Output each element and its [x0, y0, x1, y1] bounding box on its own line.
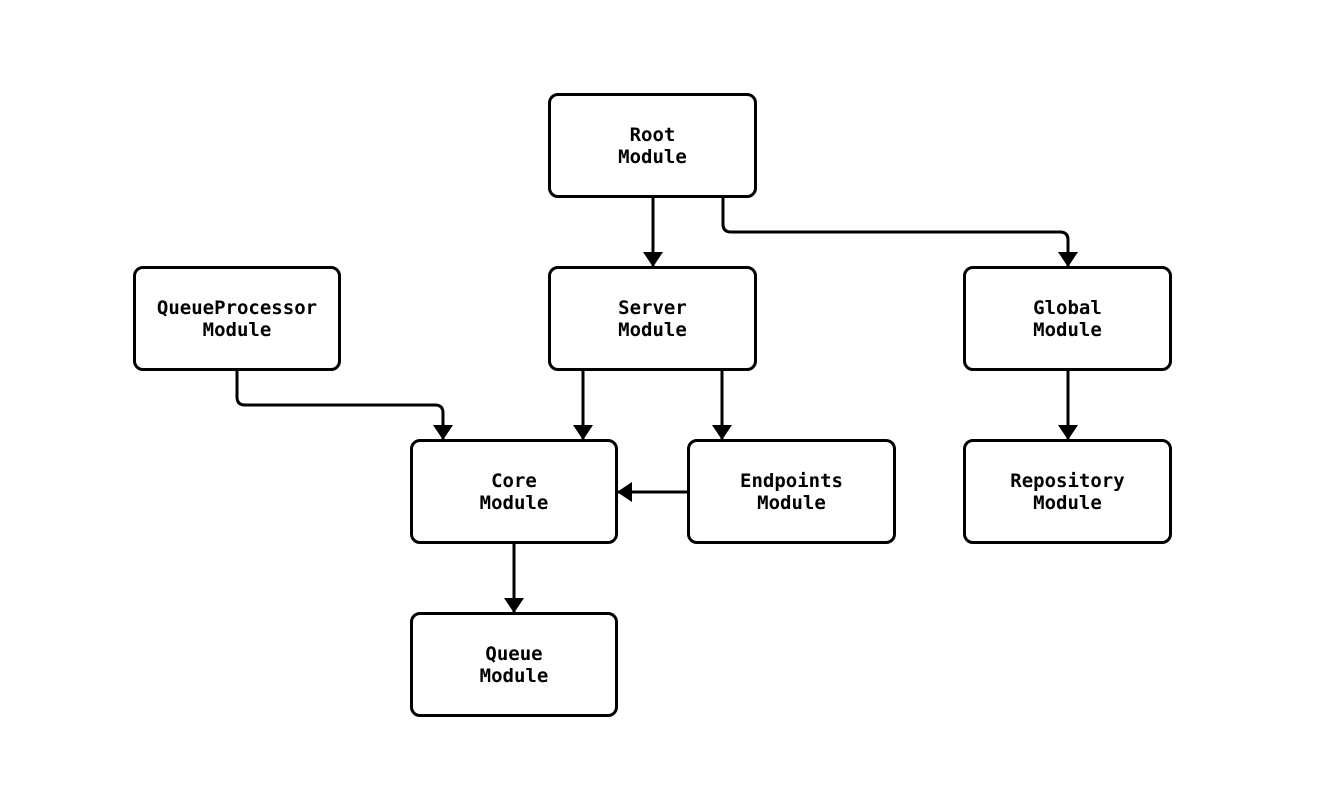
node-core-module-label: Core Module — [479, 469, 549, 514]
node-root-module: Root Module — [548, 93, 757, 198]
edge-root-to-global — [721, 198, 1078, 267]
node-core-module: Core Module — [410, 439, 618, 544]
node-server-module-label: Server Module — [618, 296, 687, 341]
node-server-module: Server Module — [548, 266, 757, 371]
node-global-module-label: Global Module — [1033, 296, 1102, 341]
edge-queueprocessor-to-core — [235, 371, 453, 440]
node-queue-module-label: Queue Module — [479, 642, 549, 687]
node-queue-module: Queue Module — [410, 612, 618, 717]
node-repository-module-label: Repository Module — [1010, 469, 1125, 514]
node-root-module-label: Root Module — [618, 123, 687, 168]
node-queueprocessor-module-label: QueueProcessor Module — [156, 296, 318, 341]
node-repository-module: Repository Module — [963, 439, 1172, 544]
node-endpoints-module-label: Endpoints Module — [740, 469, 843, 514]
node-queueprocessor-module: QueueProcessor Module — [133, 266, 341, 371]
node-global-module: Global Module — [963, 266, 1172, 371]
node-endpoints-module: Endpoints Module — [687, 439, 896, 544]
